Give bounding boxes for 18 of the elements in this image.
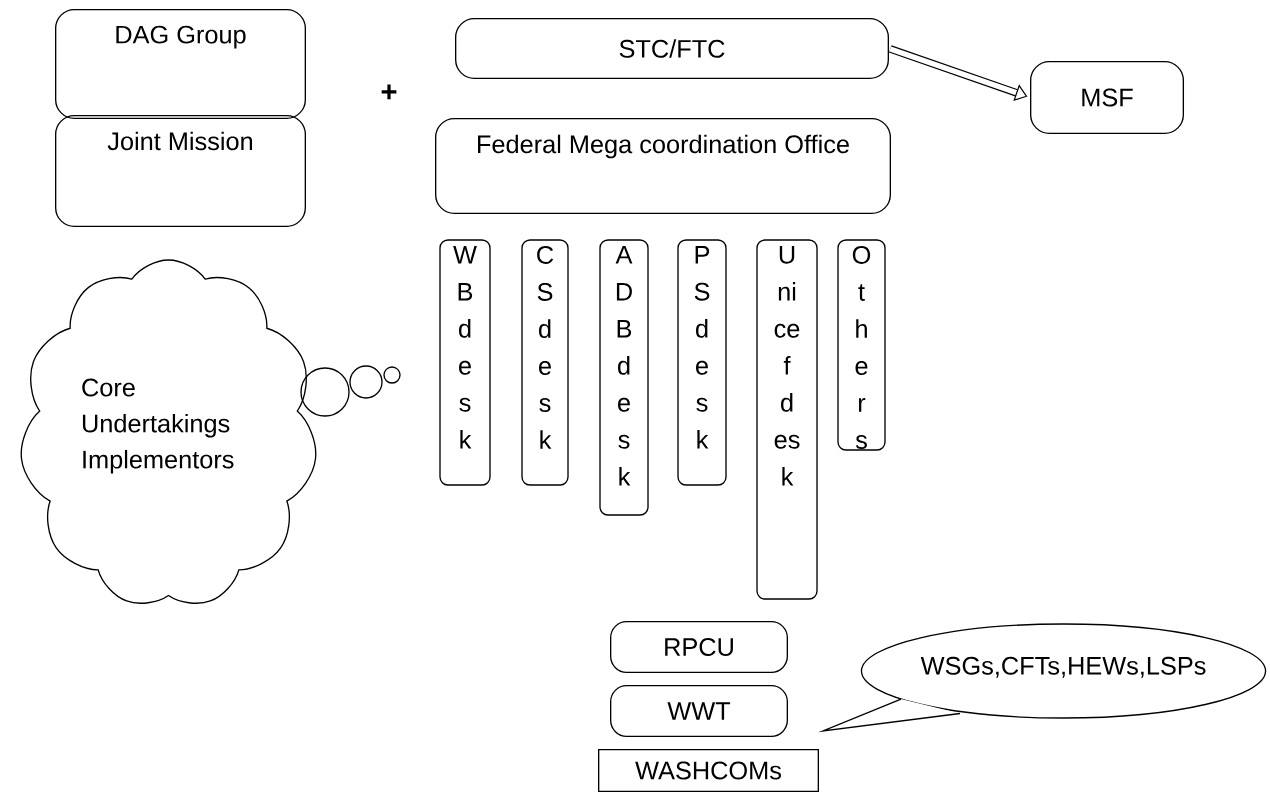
speech-bubble: WSGs,CFTs,HEWs,LSPs xyxy=(818,623,1267,733)
rounded-box: WWT xyxy=(610,685,788,737)
desk-box: W B d e s k xyxy=(439,239,491,486)
hollow-arrow xyxy=(889,45,1028,101)
rounded-box: STC/FTC xyxy=(455,18,889,79)
rounded-box: Federal Mega coordination Office xyxy=(435,118,891,214)
thought-cloud: Core Undertakings Implementors xyxy=(20,259,317,604)
plus-sign: + xyxy=(381,84,397,100)
rounded-box: Joint Mission xyxy=(55,115,306,227)
rounded-box: RPCU xyxy=(610,621,788,673)
desk-box: P S d e s k xyxy=(677,239,727,486)
rounded-box: MSF xyxy=(1030,61,1184,134)
rounded-box: DAG Group xyxy=(55,9,306,119)
desk-box: A D B d e s k xyxy=(599,239,649,516)
box: WASHCOMs xyxy=(598,749,819,792)
desk-box: C S d e s k xyxy=(521,239,569,486)
desk-box: O t h e r s xyxy=(837,239,886,451)
desk-box: U ni ce f d es k xyxy=(756,239,818,600)
